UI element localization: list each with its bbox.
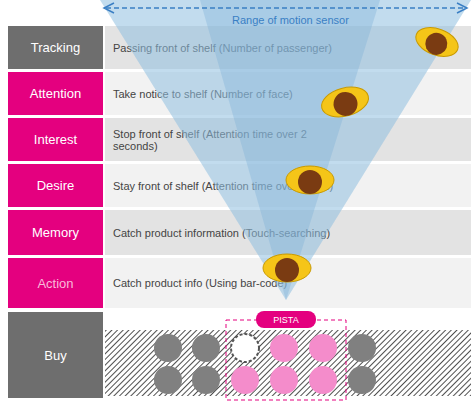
node-text: Action bbox=[37, 276, 73, 291]
pista-zone bbox=[226, 320, 346, 400]
description-band: Catch product information (Touch-searchi… bbox=[105, 210, 471, 255]
description-band: Passing front of shelf (Number of passen… bbox=[105, 26, 471, 69]
node-text: Desire bbox=[37, 178, 75, 193]
description-band: Catch product info (Using bar-code) bbox=[105, 258, 471, 308]
stage-box: Buy bbox=[8, 312, 103, 398]
range-label: Range of motion sensor bbox=[232, 14, 349, 26]
node-text: Stop front of shelf (Attention time over… bbox=[113, 128, 351, 152]
stage-box: Interest bbox=[8, 118, 103, 161]
node-text: PISTA bbox=[273, 315, 298, 325]
stage-box: Tracking bbox=[8, 26, 103, 69]
stage-box: Memory bbox=[8, 210, 103, 255]
node-text: Take notice to shelf (Number of face) bbox=[113, 88, 351, 100]
device-tag: PISTA bbox=[256, 311, 316, 328]
stage-box: Desire bbox=[8, 164, 103, 207]
range-arrow bbox=[104, 3, 467, 13]
stage-box: Attention bbox=[8, 72, 103, 115]
node-text: Passing front of shelf (Number of passen… bbox=[113, 42, 351, 54]
node-text: Interest bbox=[34, 132, 77, 147]
node-text: Attention bbox=[30, 86, 81, 101]
node-text: Buy bbox=[44, 348, 66, 363]
node-text: Tracking bbox=[31, 40, 80, 55]
description-band: Stop front of shelf (Attention time over… bbox=[105, 118, 471, 161]
product-circles bbox=[154, 334, 376, 394]
stage-box: Action bbox=[8, 258, 103, 308]
node-text: Stay front of shelf (Attention time over… bbox=[113, 180, 351, 192]
node-text: Catch product information (Touch-searchi… bbox=[113, 227, 351, 239]
sensor-range bbox=[100, 0, 471, 300]
description-band: Stay front of shelf (Attention time over… bbox=[105, 164, 471, 207]
node-text: Catch product info (Using bar-code) bbox=[113, 277, 351, 289]
node-text: Memory bbox=[32, 225, 79, 240]
shelf-hatch bbox=[105, 330, 471, 396]
description-band: Take notice to shelf (Number of face) bbox=[105, 72, 471, 115]
